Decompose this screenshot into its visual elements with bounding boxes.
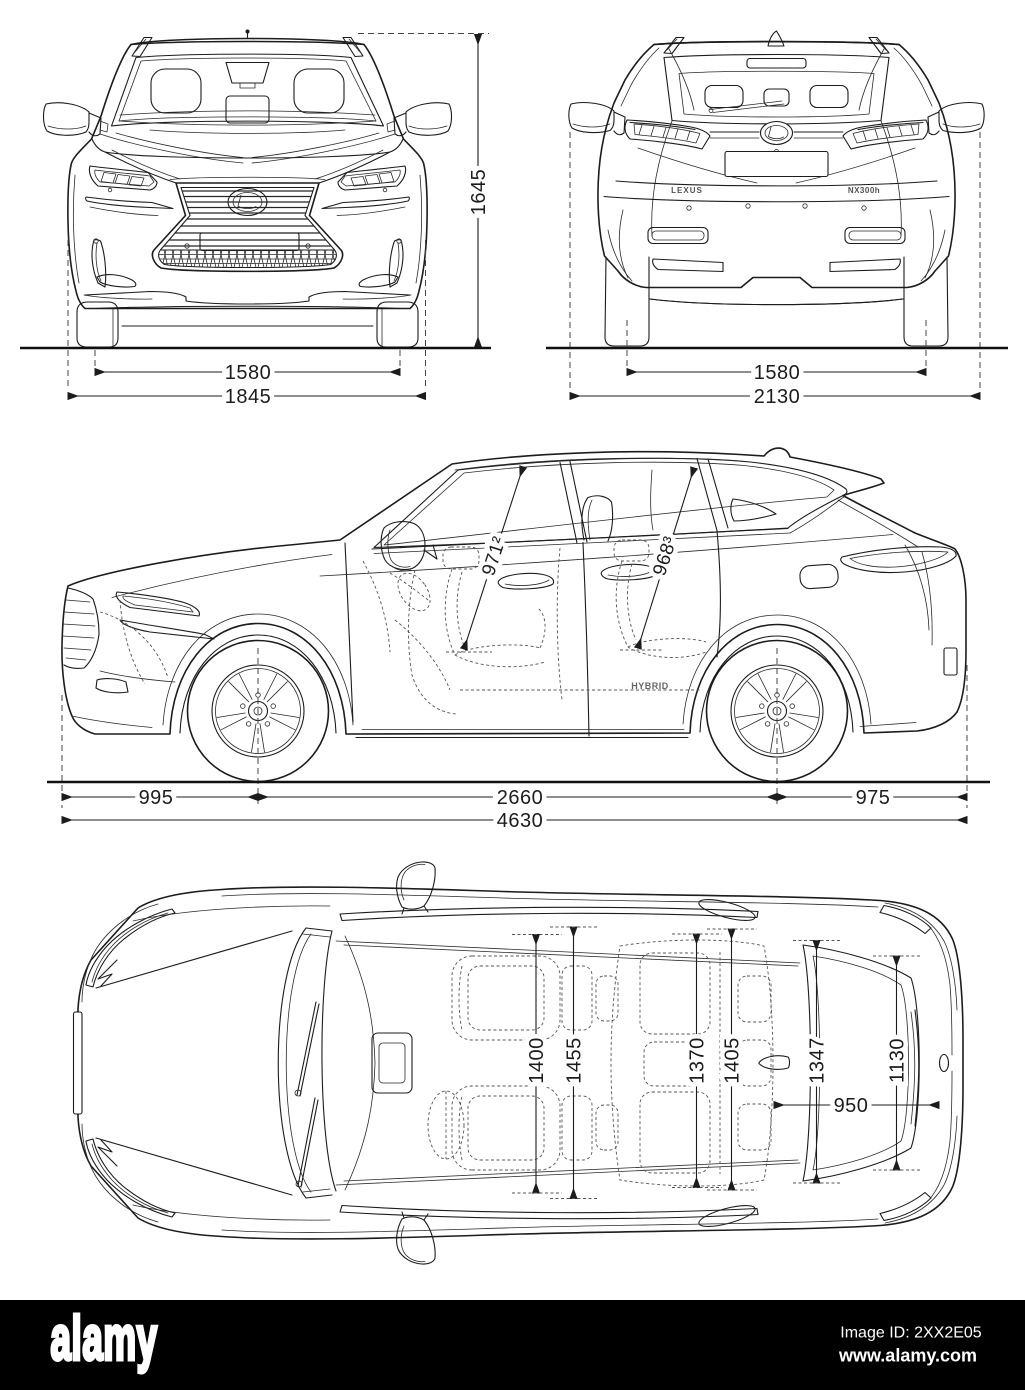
svg-text:968³: 968³: [649, 534, 681, 579]
svg-text:HYBRID: HYBRID: [631, 681, 669, 691]
svg-text:alamy: alamy: [51, 1304, 158, 1373]
svg-text:1580: 1580: [754, 362, 801, 384]
svg-text:2660: 2660: [497, 787, 544, 809]
svg-text:1455: 1455: [564, 1037, 586, 1084]
svg-text:1370: 1370: [687, 1037, 709, 1084]
svg-text:995: 995: [139, 787, 174, 809]
svg-text:1580: 1580: [225, 362, 272, 384]
svg-text:NX300h: NX300h: [848, 186, 880, 195]
svg-text:1400: 1400: [526, 1037, 548, 1084]
svg-text:1845: 1845: [225, 386, 272, 408]
svg-text:1347: 1347: [807, 1037, 829, 1084]
svg-text:4630: 4630: [497, 810, 544, 832]
svg-text:950: 950: [834, 1095, 869, 1117]
svg-text:2130: 2130: [754, 386, 801, 408]
svg-text:Image ID: 2XX2E05: Image ID: 2XX2E05: [840, 1325, 982, 1342]
svg-text:LEXUS: LEXUS: [671, 186, 703, 195]
svg-text:975: 975: [856, 787, 891, 809]
svg-text:1130: 1130: [887, 1038, 909, 1083]
svg-text:971²: 971²: [478, 534, 510, 579]
svg-text:1645: 1645: [468, 169, 490, 216]
svg-text:1405: 1405: [722, 1037, 744, 1084]
svg-text:www.alamy.com: www.alamy.com: [838, 1346, 977, 1366]
